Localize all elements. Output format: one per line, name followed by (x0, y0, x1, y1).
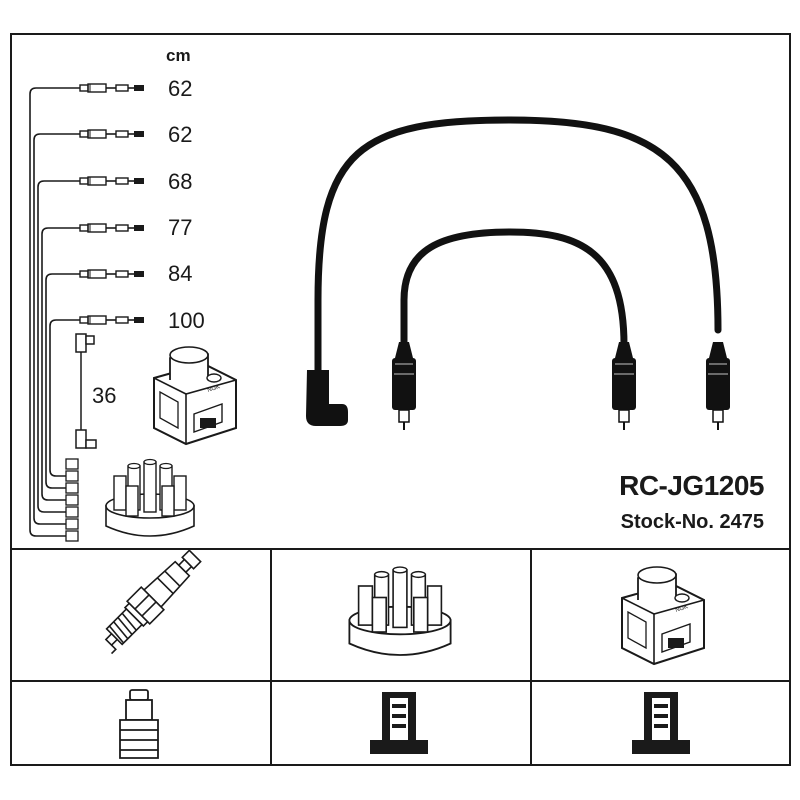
spark-plug-end-icon (119, 689, 159, 759)
divider-bottom-row (10, 680, 791, 682)
cable-boot-angled (306, 370, 348, 426)
lead-length-3: 68 (168, 169, 193, 194)
lead-length-5: 84 (168, 261, 193, 286)
cable-boot-straight-3 (705, 341, 731, 431)
divider-column-1 (270, 548, 272, 766)
lead-length-2: 62 (168, 122, 193, 147)
lead-connector-3 (79, 176, 145, 186)
lead-length-6: 100 (168, 308, 205, 333)
lead-connector-4 (79, 223, 145, 233)
lead-connector-6 (79, 315, 145, 325)
unit-label: cm (166, 46, 191, 65)
distributor-end-icon (370, 692, 428, 754)
divider-top-row (10, 548, 791, 550)
lead-length-4: 77 (168, 215, 193, 240)
stock-number: Stock-No. 2475 (620, 511, 764, 533)
divider-column-2 (530, 548, 532, 766)
part-number: RC-JG1205 (619, 470, 764, 501)
lead-end-connectors (65, 458, 79, 542)
lead-length-1: 62 (168, 76, 193, 101)
cable-set-illustration (314, 116, 722, 376)
lead-connector-5 (79, 269, 145, 279)
lead-connector-2 (79, 129, 145, 139)
coil-end-icon (632, 692, 690, 754)
ignition-coil-illustration (621, 566, 705, 665)
distributor-cap-illustration (348, 566, 452, 656)
coil-lead-36 (75, 333, 97, 449)
lead-bundle (29, 87, 80, 537)
cable-boot-straight-1 (391, 341, 417, 431)
product-sheet (10, 33, 791, 766)
lead-connector-1 (79, 83, 145, 93)
distributor-cap-thumbnail-small (105, 458, 195, 537)
spark-plug-illustration (104, 549, 202, 655)
cable-boot-straight-2 (611, 341, 637, 431)
coil-lead-length: 36 (92, 383, 117, 408)
coil-thumbnail-small (153, 346, 237, 445)
